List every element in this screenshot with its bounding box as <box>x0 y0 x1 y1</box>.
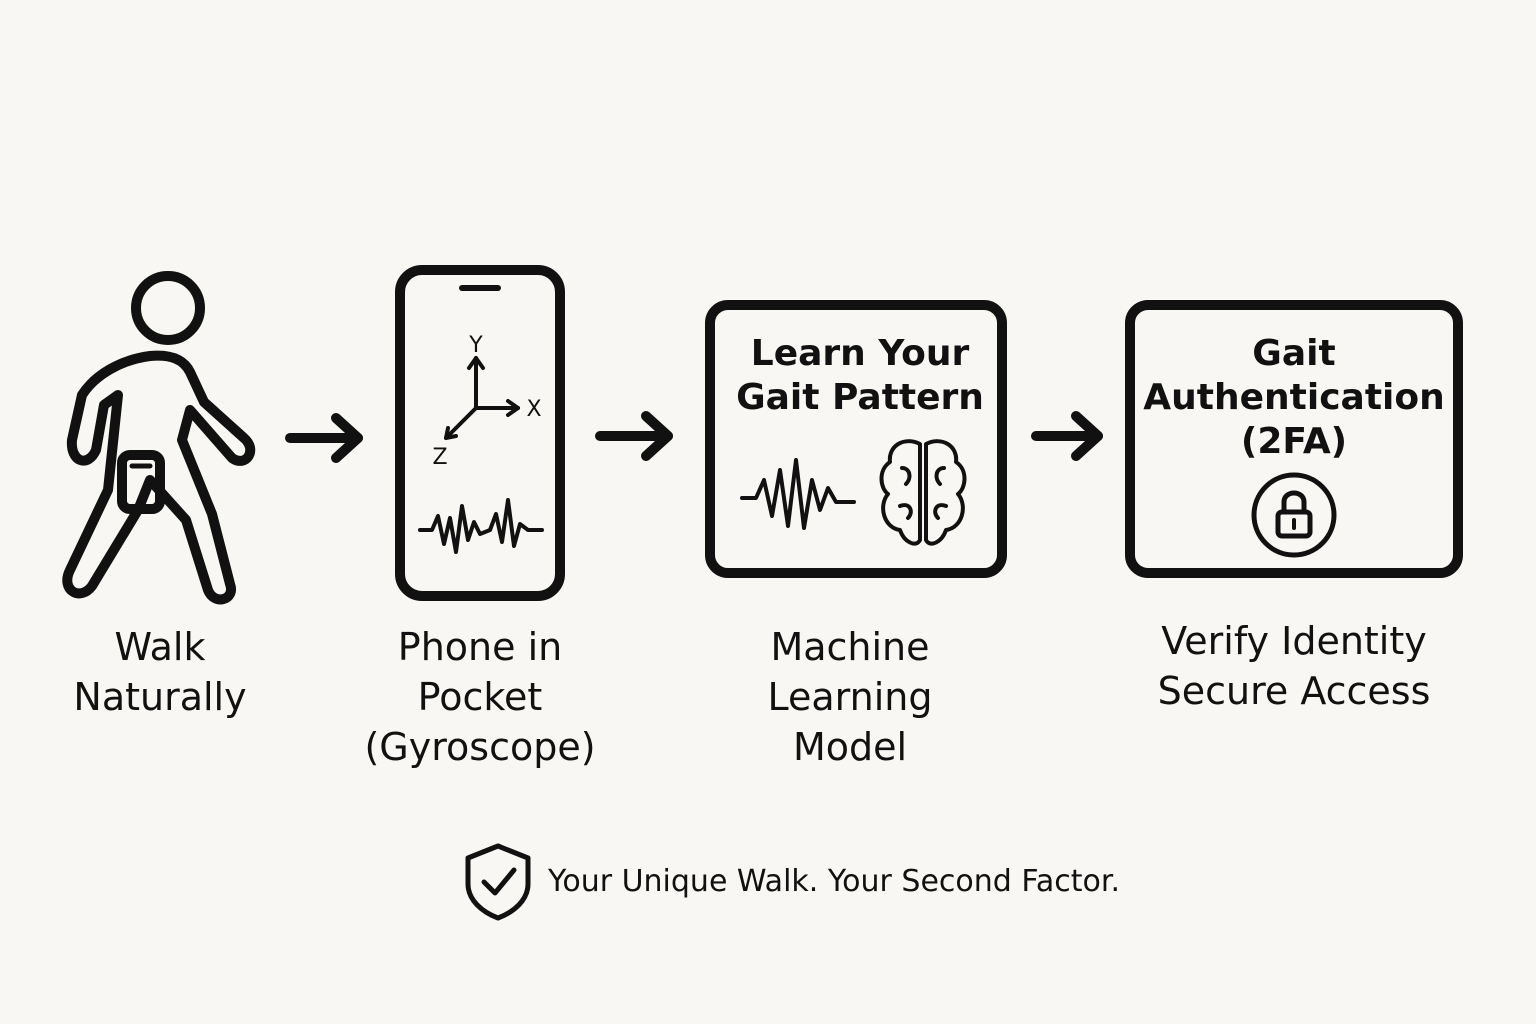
ml-model-box <box>705 300 1007 578</box>
shield-check-icon <box>465 843 531 921</box>
brain-icon <box>879 439 967 546</box>
lock-icon <box>1251 472 1337 558</box>
flow-arrow <box>1031 411 1103 461</box>
tagline: Your Unique Walk. Your Second Factor. <box>548 864 1120 899</box>
gait-auth-box <box>1125 300 1463 578</box>
axis-x-label: X <box>526 397 541 422</box>
flow-arrow <box>595 411 673 461</box>
step-label-walk: Walk Naturally <box>73 625 247 719</box>
step-label-auth: Verify Identity Secure Access <box>1157 619 1431 713</box>
step-label-phone: Phone in Pocket (Gyroscope) <box>364 625 596 769</box>
gait-waveform <box>740 458 856 530</box>
walking-person-icon <box>62 271 256 605</box>
ml-box-title: Learn Your Gait Pattern <box>736 333 984 418</box>
smartphone-icon <box>395 265 565 601</box>
axis-y-label: Y <box>468 333 483 358</box>
gyroscope-axes-icon <box>444 356 520 440</box>
step-label-ml: Machine Learning Model <box>767 625 933 769</box>
sensor-waveform <box>418 498 544 554</box>
auth-box-title: Gait Authentication (2FA) <box>1143 333 1445 462</box>
axis-z-label: Z <box>432 445 447 470</box>
flow-arrow <box>285 413 363 463</box>
